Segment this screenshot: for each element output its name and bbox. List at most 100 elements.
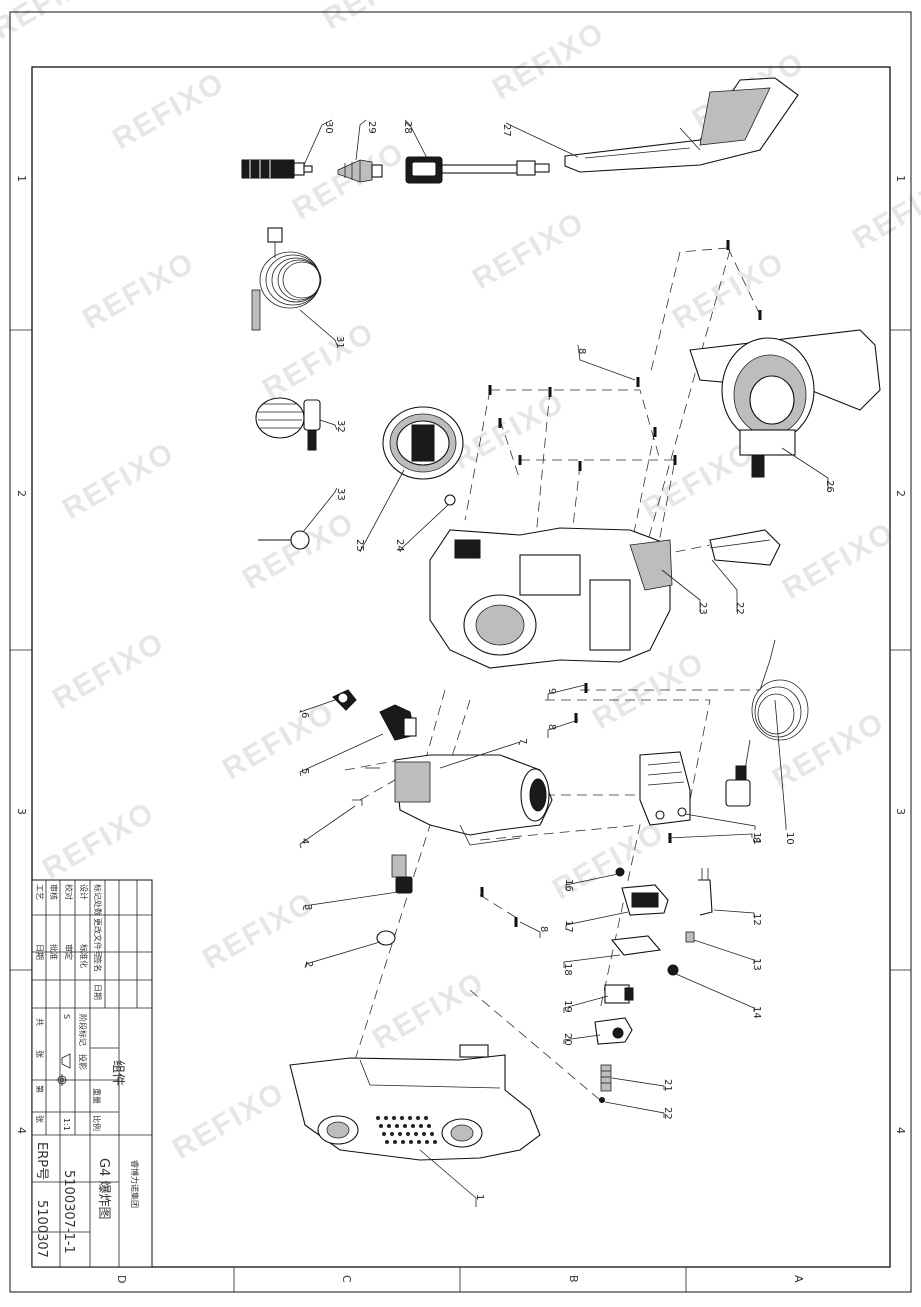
part-10-power-cord bbox=[725, 639, 809, 807]
screw bbox=[488, 385, 492, 395]
watermark-text: REFIXO bbox=[487, 16, 611, 106]
watermark-text: REFIXO bbox=[447, 386, 571, 476]
zone-bottom-c: C bbox=[340, 1275, 353, 1283]
part-5-inlet-valve bbox=[379, 704, 417, 741]
projection-label: 投影 bbox=[78, 1054, 88, 1070]
watermark-text: REFIXO bbox=[317, 0, 441, 36]
part-number-21: 22 bbox=[662, 1107, 673, 1120]
sign-approve: 审定 bbox=[64, 944, 74, 960]
part-number-12: 12 bbox=[751, 913, 762, 926]
drawing-frame bbox=[9, 11, 912, 1293]
rev-header-count: 处数 bbox=[93, 900, 103, 916]
rev-header-mark: 标记 bbox=[93, 884, 103, 900]
vent-hole bbox=[393, 1140, 397, 1144]
part-number-31: 31 bbox=[334, 336, 345, 349]
watermark-text: REFIXO bbox=[847, 166, 921, 256]
sheet-mark: S bbox=[62, 1014, 71, 1019]
part-11-switch-box bbox=[639, 751, 691, 826]
watermark-text: REFIXO bbox=[777, 516, 901, 606]
part-23-main-frame bbox=[429, 527, 673, 669]
sheet-total-2: 张 bbox=[35, 1050, 44, 1058]
part-number-19: 20 bbox=[562, 1033, 573, 1046]
sign-check: 校对 bbox=[64, 884, 74, 900]
vent-hole bbox=[419, 1124, 423, 1128]
part-number-14: 14 bbox=[751, 1006, 762, 1019]
vent-hole bbox=[385, 1140, 389, 1144]
vent-hole bbox=[425, 1140, 429, 1144]
part-number-32: 32 bbox=[335, 420, 346, 433]
drawing-title: G4 爆炸图 bbox=[96, 1158, 111, 1219]
sign-ratify: 批准 bbox=[49, 944, 59, 960]
zone-left-1: 1 bbox=[15, 175, 28, 182]
vent-hole bbox=[433, 1140, 437, 1144]
part-number-30: 30 bbox=[323, 121, 334, 134]
vent-hole bbox=[387, 1124, 391, 1128]
screws bbox=[480, 240, 762, 927]
part-21-screw bbox=[599, 1097, 605, 1103]
part-number-27: 27 bbox=[501, 124, 512, 137]
vent-hole bbox=[417, 1140, 421, 1144]
vent-hole bbox=[400, 1116, 404, 1120]
part-15-nut bbox=[615, 867, 625, 877]
zone-right-2: 2 bbox=[894, 490, 907, 497]
watermark-text: REFIXO bbox=[367, 966, 491, 1056]
screw bbox=[498, 418, 502, 428]
watermark-text: REFIXO bbox=[217, 696, 341, 786]
part-29-rotary-nozzle bbox=[337, 159, 383, 183]
screw bbox=[480, 887, 484, 897]
watermark-text: REFIXO bbox=[167, 1076, 291, 1166]
screw bbox=[673, 455, 677, 465]
part-number-7: 7 bbox=[517, 738, 528, 744]
part-4-clip bbox=[352, 767, 380, 806]
watermark-text: REFIXO bbox=[467, 206, 591, 296]
sheet-number-2: 张 bbox=[35, 1115, 44, 1123]
part-16-terminal-cover bbox=[621, 884, 669, 916]
part-7-motor-pump bbox=[394, 754, 553, 846]
screw bbox=[584, 683, 588, 693]
title-block: 标记 处数 更改文件号 签名 日期 设计 校对 审核 工艺 标准化 审定 批准 … bbox=[31, 879, 153, 1268]
rev-header-date: 日期 bbox=[93, 984, 102, 1000]
part-number-24: 24 bbox=[394, 539, 405, 552]
zone-labels: 1 2 3 4 1 2 3 4 D C B A bbox=[15, 175, 907, 1283]
zone-right-3: 3 bbox=[894, 808, 907, 815]
part-12-wire-set bbox=[698, 868, 713, 916]
zone-left-3: 3 bbox=[15, 808, 28, 815]
part-numbers: 30 29 28 27 31 32 33 25 24 8 23 22 26 6 … bbox=[299, 121, 835, 1200]
vent-hole bbox=[414, 1132, 418, 1136]
screw bbox=[514, 917, 518, 927]
part-number-13: 13 bbox=[751, 958, 762, 971]
part-number-33: 33 bbox=[335, 488, 346, 501]
part-number-18: 19 bbox=[562, 1000, 573, 1013]
part-number-22: 22 bbox=[734, 602, 745, 615]
part-number-8a: 8 bbox=[576, 348, 587, 354]
watermark-text: REFIXO bbox=[257, 316, 381, 406]
watermark-text: REFIXO bbox=[47, 626, 171, 716]
watermark-text: REFIXO bbox=[667, 246, 791, 336]
erp-label: ERP号 bbox=[34, 1142, 49, 1180]
watermark-text: REFIXO bbox=[237, 506, 361, 596]
screw bbox=[758, 310, 762, 320]
part-number-28: 28 bbox=[402, 121, 413, 134]
zone-right-4: 4 bbox=[894, 1127, 907, 1134]
part-27-spray-gun bbox=[564, 77, 799, 173]
part-19-board bbox=[594, 1017, 633, 1045]
vent-hole bbox=[416, 1116, 420, 1120]
watermark-text: REFIXO bbox=[77, 246, 201, 336]
erp-value: 5100307 bbox=[34, 1200, 49, 1258]
part-number-26: 26 bbox=[824, 480, 835, 493]
part-24-o-ring bbox=[444, 494, 456, 506]
part-number-29: 29 bbox=[366, 121, 377, 134]
zone-left-2: 2 bbox=[15, 490, 28, 497]
part-6-fitting bbox=[332, 689, 357, 711]
part-number-6: 6 bbox=[299, 712, 310, 718]
zone-bottom-a: A bbox=[792, 1275, 805, 1283]
zone-bottom-b: B bbox=[567, 1275, 580, 1283]
part-number-9: 9 bbox=[546, 688, 557, 694]
sheet-number-1: 第 bbox=[35, 1085, 45, 1093]
screw bbox=[548, 387, 552, 397]
part-number-4: 4 bbox=[299, 838, 310, 844]
screw bbox=[574, 713, 578, 723]
part-number-23: 23 bbox=[697, 602, 708, 615]
part-31-hose-coil bbox=[251, 227, 322, 331]
vent-hole bbox=[409, 1140, 413, 1144]
